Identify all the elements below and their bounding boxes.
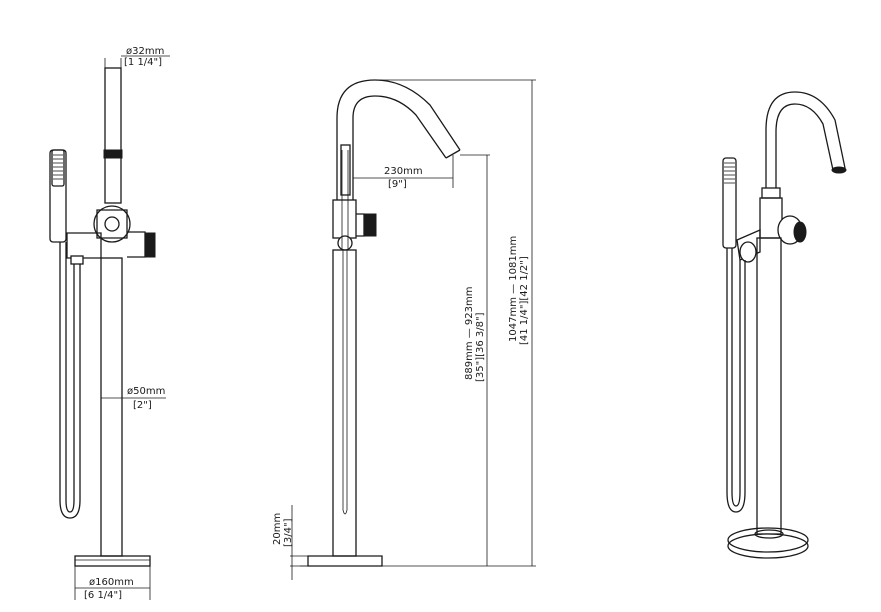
dim-overall-height-imperial: [41 1/4"][42 1/2"]: [519, 256, 530, 345]
perspective-view-faucet: [722, 91, 847, 559]
dim-top-diameter-imperial: [1 1/4"]: [124, 57, 162, 68]
side-view-faucet: [49, 67, 156, 567]
dim-base-height-imperial: [3/4"]: [283, 518, 294, 547]
dim-top-diameter: ø32mm [1 1/4"]: [104, 46, 170, 68]
dim-body-diameter: ø50mm [2"]: [101, 386, 166, 411]
dim-spout-height-metric: 889mm — 923mm: [464, 287, 475, 381]
dim-top-diameter-metric: ø32mm: [126, 46, 164, 57]
dim-body-diameter-imperial: [2"]: [133, 400, 152, 411]
dim-body-diameter-metric: ø50mm: [127, 386, 165, 397]
dim-base-height-metric: 20mm: [272, 513, 283, 545]
dim-overall-height-metric: 1047mm — 1081mm: [508, 236, 519, 342]
shower-nozzle-pattern: [53, 154, 63, 180]
dim-spout-reach-imperial: [9"]: [388, 179, 407, 190]
dim-base-diameter: ø160mm [6 1/4"]: [74, 566, 151, 601]
dim-spout-reach-metric: 230mm: [384, 166, 423, 177]
dim-spout-height: 889mm — 923mm [35"][36 3/8"]: [390, 154, 490, 567]
front-view-faucet: [300, 79, 461, 567]
dim-base-diameter-imperial: [6 1/4"]: [84, 590, 122, 601]
dim-spout-reach: 230mm [9"]: [352, 155, 454, 190]
dim-base-height: 20mm [3/4"]: [272, 505, 308, 580]
dim-overall-height: 1047mm — 1081mm [41 1/4"][42 1/2"]: [375, 79, 536, 567]
perspective-shower-nozzle-pattern: [724, 162, 735, 184]
dim-spout-height-imperial: [35"][36 3/8"]: [475, 312, 486, 382]
dim-base-diameter-metric: ø160mm: [89, 577, 134, 588]
